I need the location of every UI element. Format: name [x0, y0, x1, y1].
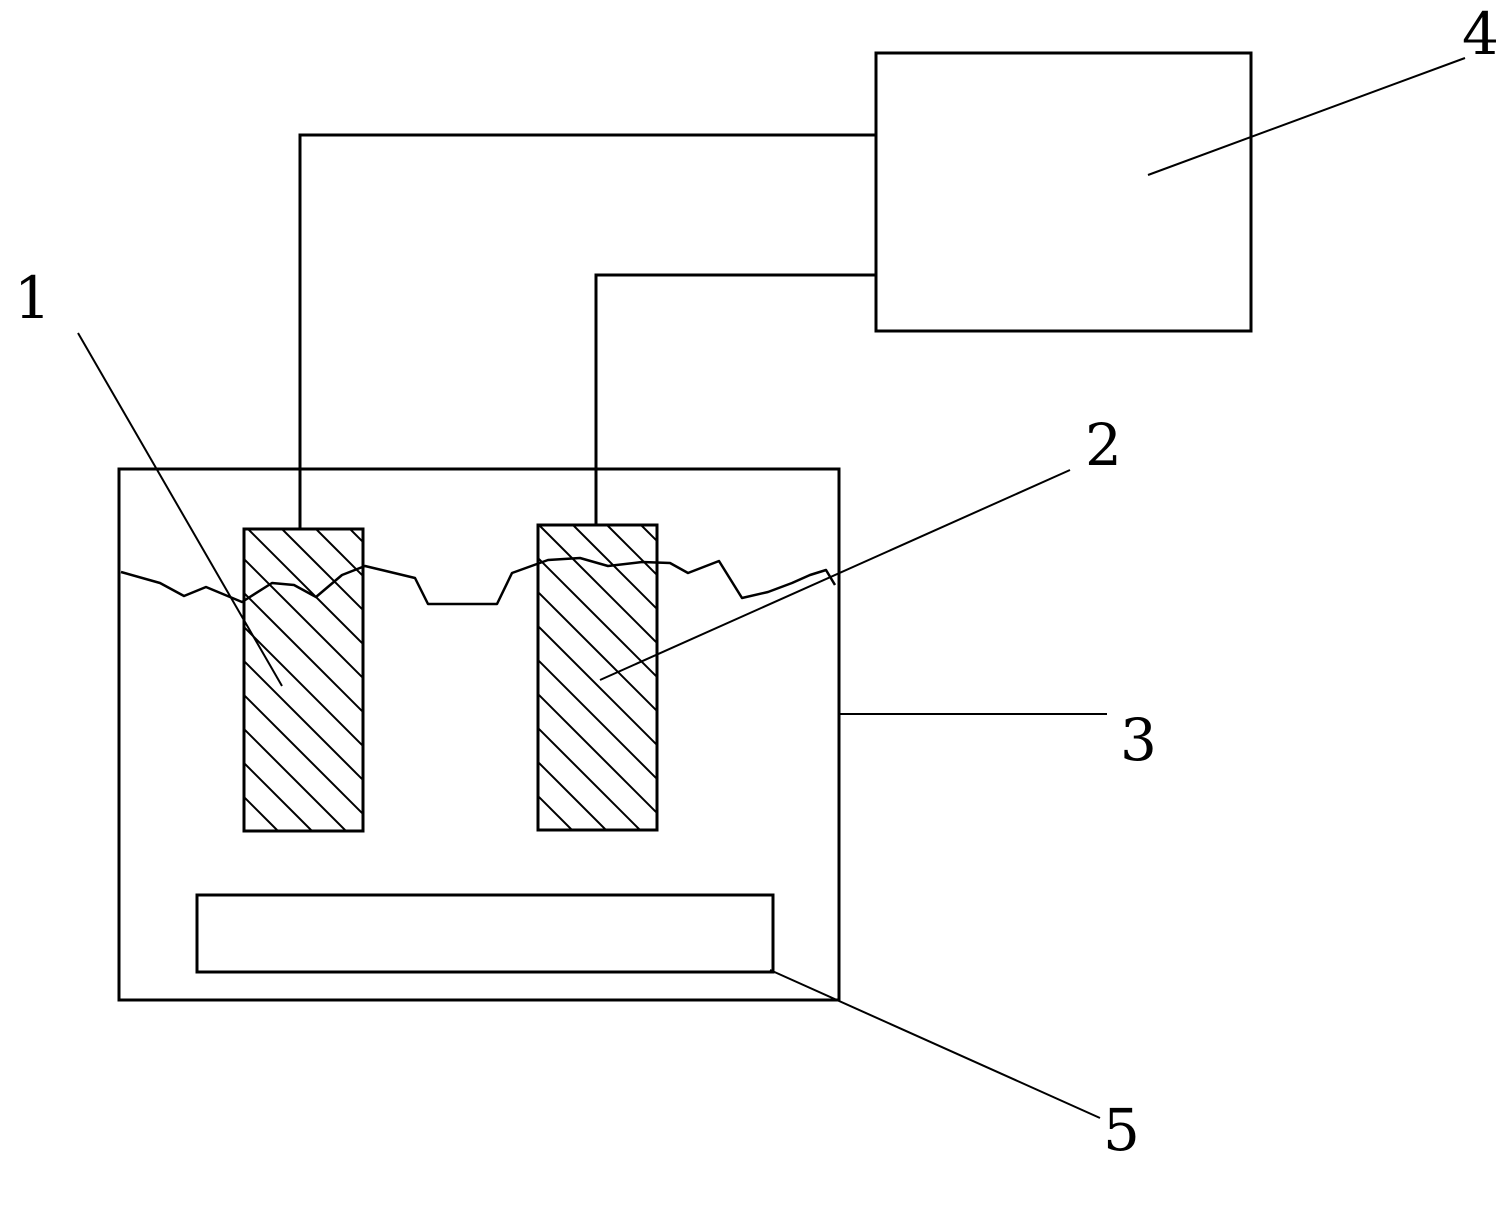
electrode-2-hatch-line	[538, 590, 657, 713]
electrode-1-hatch-line	[244, 693, 363, 816]
electrode-1-hatch-line	[244, 591, 363, 714]
wire-to-electrode-1	[298, 133, 876, 529]
electrode-1-hatch-line	[244, 829, 245, 831]
electrode-1-hatch-line	[244, 795, 279, 831]
electrode-2-hatch-line	[947, 525, 1252, 830]
electrode-2-hatch-line	[538, 658, 657, 781]
electrode-1-hatch-line	[315, 529, 363, 578]
electrode-2-hatch-line	[538, 624, 657, 747]
callout-label-1: 1	[14, 264, 51, 332]
electrode-2-hatch-line	[538, 556, 657, 679]
tank-container	[117, 467, 841, 1002]
electrode-1-hatch-line	[622, 529, 924, 831]
electrode-1-hatch-line	[281, 529, 363, 612]
power-supply-box	[874, 51, 1253, 333]
electrode-1-hatch-line	[247, 529, 363, 646]
electrode-2-hatch-line	[879, 525, 1184, 830]
leader-line-5	[769, 969, 1101, 1119]
electrode-1-hatch-line	[244, 727, 347, 831]
electrode-1-hatch-line	[418, 529, 720, 831]
electrode-1-hatching	[244, 529, 958, 831]
electrode-2-hatch-line	[538, 525, 657, 645]
electrode-2-hatch-line	[640, 525, 657, 543]
electrode-1-hatch-line	[486, 529, 788, 831]
electrode-1	[242, 527, 958, 833]
callout-label-2: 2	[1085, 411, 1122, 479]
electrode-1-hatch-line	[452, 529, 754, 831]
electrode-2-hatch-line	[538, 692, 657, 815]
electrode-2-hatching	[538, 525, 1252, 830]
leader-line-2	[599, 469, 1071, 681]
electrode-2-hatch-line	[538, 794, 573, 830]
electrode-1-hatch-line	[520, 529, 822, 831]
callout-label-5: 5	[1103, 1096, 1140, 1164]
wire-to-electrode-2	[594, 273, 876, 525]
electrode-2-outline	[536, 523, 659, 832]
leader-line-1	[77, 332, 283, 687]
electrode-1-hatch-line	[588, 529, 890, 831]
electrode-1-outline	[242, 527, 365, 833]
electrode-1-hatch-line	[384, 529, 686, 831]
electrode-1-hatch-line	[244, 557, 363, 680]
electrode-1-hatch-line	[244, 625, 363, 748]
liquid-surface-line	[120, 556, 837, 606]
electrode-2-hatch-line	[845, 525, 1150, 830]
leader-line-4	[1147, 57, 1466, 176]
electrode-1-hatch-line	[244, 761, 313, 831]
electrode-2-hatch-line	[913, 525, 1218, 830]
callout-label-4: 4	[1462, 0, 1499, 68]
electrode-1-hatch-line	[244, 659, 363, 782]
electrode-2-hatch-line	[538, 760, 607, 830]
electrode-2	[536, 523, 1252, 832]
electrode-1-hatch-line	[656, 529, 958, 831]
electrode-2-hatch-line	[811, 525, 1116, 830]
electrode-2-hatch-line	[709, 525, 1014, 830]
callout-label-3: 3	[1120, 706, 1157, 774]
electrode-2-hatch-line	[606, 525, 657, 577]
bottom-plate	[195, 893, 775, 974]
electrode-2-hatch-line	[538, 726, 641, 830]
electrode-2-hatch-line	[743, 525, 1048, 830]
electrode-2-hatch-line	[572, 525, 657, 611]
